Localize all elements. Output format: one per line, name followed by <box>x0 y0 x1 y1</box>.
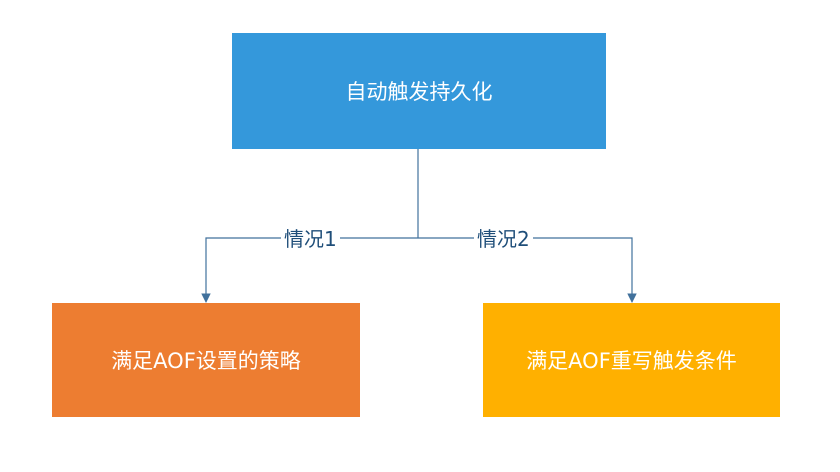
edge-label-case-2: 情况2 <box>474 227 533 251</box>
left-node-aof-policy: 满足AOF设置的策略 <box>52 303 360 417</box>
edge-label-case-1: 情况1 <box>281 227 340 251</box>
right-node-label: 满足AOF重写触发条件 <box>526 349 737 373</box>
left-branch-arrow <box>201 237 418 303</box>
root-node-auto-persistence: 自动触发持久化 <box>232 33 606 149</box>
right-node-aof-rewrite: 满足AOF重写触发条件 <box>483 303 780 417</box>
left-node-label: 满足AOF设置的策略 <box>111 349 301 373</box>
root-node-label: 自动触发持久化 <box>345 80 493 104</box>
